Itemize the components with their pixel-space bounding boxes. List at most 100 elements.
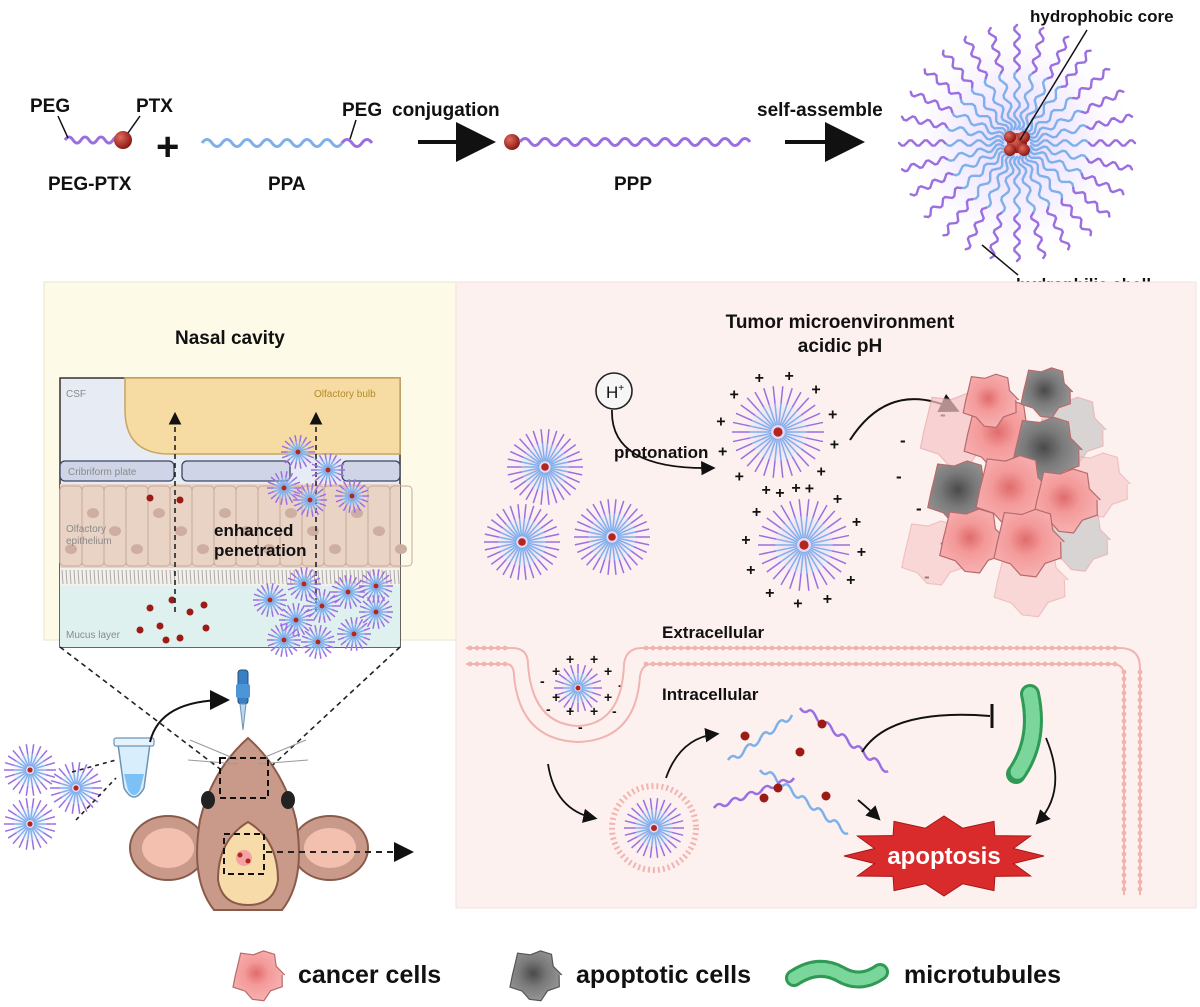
svg-text:+: +	[805, 480, 814, 497]
tumor-panel: Tumor microenvironment acidic pH H+ prot…	[455, 281, 1197, 909]
peg-pointer-1	[57, 115, 69, 139]
svg-text:+: +	[830, 437, 839, 454]
apoptosis-label: apoptosis	[887, 843, 1000, 870]
extracellular-label: Extracellular	[662, 623, 764, 642]
svg-text:+: +	[852, 514, 861, 531]
ppa-peg-segment	[340, 138, 374, 148]
svg-text:+: +	[762, 482, 771, 499]
svg-text:+: +	[817, 463, 826, 480]
hydrophobic-core-pointer	[1019, 29, 1088, 141]
nasal-micelle	[311, 453, 345, 487]
nasal-micelle	[267, 623, 301, 657]
svg-text:+: +	[846, 572, 855, 589]
svg-text:+: +	[755, 370, 764, 387]
svg-text:-: -	[896, 467, 902, 486]
nasal-micelle	[337, 617, 371, 651]
nasal-cavity-title: Nasal cavity	[175, 328, 285, 349]
legend-apoptotic-cells: apoptotic cells	[576, 961, 751, 989]
olfactory-epithelium-label-1: Olfactory	[66, 524, 106, 535]
mouse-illustration	[129, 736, 369, 911]
ppp-drug-ball	[504, 134, 520, 150]
ppa-chain	[200, 138, 344, 148]
cribriform-plate-label: Cribriform plate	[68, 467, 137, 478]
svg-text:-: -	[618, 677, 623, 693]
ppp-chain	[518, 137, 752, 147]
intracellular-label: Intracellular	[662, 685, 759, 704]
svg-text:+: +	[604, 689, 612, 705]
svg-text:+: +	[566, 703, 574, 719]
pocket-micelle	[554, 664, 602, 712]
svg-text:+: +	[604, 663, 612, 679]
svg-text:+: +	[752, 504, 761, 521]
nasal-micelle	[335, 479, 369, 513]
olfactory-bulb-label: Olfactory bulb	[314, 389, 376, 400]
svg-text:+: +	[716, 414, 725, 431]
h-plus-sup: +	[618, 383, 624, 394]
plus-sign: +	[156, 125, 179, 169]
svg-text:+: +	[785, 368, 794, 385]
peg-pointer-2	[349, 119, 357, 140]
delivered-micelle	[4, 744, 56, 796]
synthesis-row: PEG PTX PEG-PTX + PEG PPA conjugation PP…	[30, 7, 1174, 294]
mucus-layer-label: Mucus layer	[66, 630, 121, 641]
nasal-micelle	[359, 569, 393, 603]
apoptosis-burst: apoptosis	[843, 815, 1045, 897]
svg-text:+: +	[775, 485, 784, 502]
nasal-micelle	[287, 567, 321, 601]
self-assemble-label: self-assemble	[757, 100, 883, 121]
svg-text:-: -	[900, 431, 906, 450]
svg-text:+: +	[828, 407, 837, 424]
tumor-micelle	[574, 499, 650, 575]
peg-label-2: PEG	[342, 100, 382, 121]
svg-text:+: +	[857, 544, 866, 561]
endosome-micelle	[624, 798, 684, 858]
nasal-micelle	[267, 471, 301, 505]
svg-text:+: +	[718, 443, 727, 460]
released-chains	[712, 707, 889, 835]
nasal-micelle	[253, 583, 287, 617]
svg-text:-: -	[546, 701, 551, 717]
legend: cancer cells apoptotic cells microtubule…	[232, 950, 1061, 1002]
tumor-micelle	[484, 504, 560, 580]
endocytosed-micelle: ++++++++-----	[540, 651, 623, 735]
svg-text:+: +	[730, 387, 739, 404]
large-micelle	[897, 23, 1137, 263]
h-plus-text: H	[606, 383, 618, 402]
svg-text:+: +	[590, 703, 598, 719]
svg-text:+: +	[735, 469, 744, 486]
svg-text:+: +	[566, 651, 574, 667]
ppp-label: PPP	[614, 174, 652, 195]
ppa-label: PPA	[268, 174, 306, 195]
legend-apoptotic-cell-icon	[509, 950, 563, 1002]
nasal-micelle	[293, 483, 327, 517]
pipette	[236, 669, 250, 731]
legend-cancer-cell-icon	[232, 950, 286, 1002]
olfactory-epithelium-label-2: epithelium	[66, 536, 112, 547]
csf-label: CSF	[66, 389, 86, 400]
protonation-label: protonation	[614, 443, 708, 462]
svg-text:-: -	[916, 499, 922, 518]
legend-cancer-cells: cancer cells	[298, 961, 441, 989]
delivered-micelle	[4, 798, 56, 850]
legend-microtubule-icon	[785, 959, 889, 989]
nasal-schematic: CSF Olfactory bulb Cribriform plate Olfa…	[59, 377, 413, 659]
legend-microtubules: microtubules	[904, 961, 1061, 989]
svg-text:+: +	[552, 663, 560, 679]
svg-text:+: +	[741, 532, 750, 549]
ptx-pointer	[127, 115, 141, 134]
endosome	[609, 783, 699, 873]
tumor-micelle	[507, 429, 583, 505]
peg-ptx-label: PEG-PTX	[48, 174, 132, 195]
sample-tube	[113, 737, 155, 798]
ptx-drug-ball	[114, 131, 132, 149]
svg-text:+: +	[811, 382, 820, 399]
svg-text:-: -	[540, 673, 545, 689]
tumor-micelle	[732, 386, 824, 478]
svg-text:+: +	[552, 689, 560, 705]
delivered-micelle	[50, 762, 102, 814]
nasal-panel: Nasal cavity CSF Olfactory bulb Cribrifo…	[43, 281, 457, 659]
nasal-micelle	[281, 435, 315, 469]
svg-text:H+: H+	[606, 383, 624, 402]
peg-label-1: PEG	[30, 96, 70, 117]
enhanced-penetration-label-2: penetration	[214, 541, 307, 560]
